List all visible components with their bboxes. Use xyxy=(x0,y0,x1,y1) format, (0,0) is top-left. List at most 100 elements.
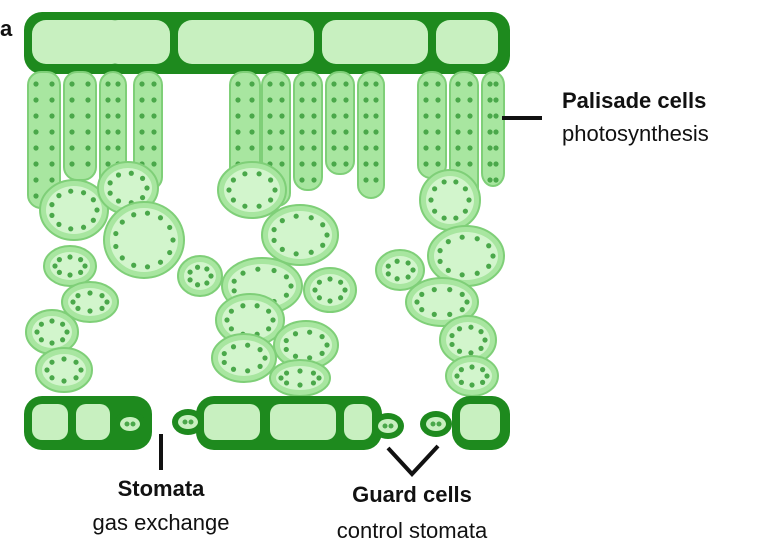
chloroplast xyxy=(187,269,192,274)
chloroplast xyxy=(467,81,472,86)
chloroplast xyxy=(455,97,460,102)
chloroplast xyxy=(108,180,113,185)
spongy-cell-inner xyxy=(412,284,472,320)
chloroplast xyxy=(85,129,90,134)
chloroplast xyxy=(419,292,424,297)
chloroplast xyxy=(33,145,38,150)
chloroplast xyxy=(115,129,120,134)
chloroplast xyxy=(467,161,472,166)
chloroplast xyxy=(44,367,49,372)
chloroplast xyxy=(49,113,54,118)
chloroplast xyxy=(249,113,254,118)
chloroplast xyxy=(69,129,74,134)
chloroplast xyxy=(151,113,156,118)
chloroplast xyxy=(406,274,411,279)
chloroplast xyxy=(423,113,428,118)
chloroplast xyxy=(423,161,428,166)
chloroplast xyxy=(331,145,336,150)
chloroplast xyxy=(493,97,498,102)
chloroplast xyxy=(297,382,302,387)
chloroplast xyxy=(69,113,74,118)
chloroplast xyxy=(49,360,54,365)
chloroplast xyxy=(272,187,277,192)
chloroplast xyxy=(463,209,468,214)
chloroplast xyxy=(459,380,464,385)
chloroplast xyxy=(373,177,378,182)
chloroplast xyxy=(49,161,54,166)
chloroplast xyxy=(33,177,38,182)
chloroplast xyxy=(487,177,492,182)
chloroplast xyxy=(57,257,62,262)
chloroplast xyxy=(222,360,227,365)
chloroplast xyxy=(395,259,400,264)
chloroplast xyxy=(105,145,110,150)
chloroplast xyxy=(140,176,145,181)
chloroplast xyxy=(454,373,459,378)
chloroplast xyxy=(493,129,498,134)
chloroplast xyxy=(151,81,156,86)
chloroplast xyxy=(280,247,285,252)
chloroplast xyxy=(49,202,54,207)
chloroplast xyxy=(151,97,156,102)
chloroplast xyxy=(435,145,440,150)
chloroplast xyxy=(449,333,454,338)
chloroplast xyxy=(309,250,314,255)
chloroplast xyxy=(435,161,440,166)
chloroplast xyxy=(447,312,452,317)
chloroplast xyxy=(105,129,110,134)
chloroplast xyxy=(85,81,90,86)
chloroplast xyxy=(316,375,321,380)
chloroplast xyxy=(235,129,240,134)
chloroplast xyxy=(432,312,437,317)
cut-off-label-letter: a xyxy=(0,16,13,41)
chloroplast xyxy=(478,346,483,351)
chloroplast xyxy=(257,204,262,209)
chloroplast xyxy=(288,283,293,288)
chloroplast xyxy=(131,422,136,427)
chloroplast xyxy=(255,303,260,308)
chloroplast xyxy=(299,113,304,118)
chloroplast xyxy=(262,355,267,360)
chloroplast xyxy=(278,375,283,380)
chloroplast xyxy=(373,81,378,86)
chloroplast xyxy=(319,334,324,339)
chloroplast xyxy=(39,337,44,342)
chloroplast xyxy=(309,215,314,220)
chloroplast xyxy=(320,243,325,248)
chloroplast xyxy=(447,287,452,292)
chloroplast xyxy=(64,329,69,334)
epidermis-cell xyxy=(104,20,170,64)
chloroplast xyxy=(457,326,462,331)
chloroplast xyxy=(113,231,118,236)
chloroplast xyxy=(108,191,113,196)
chloroplast xyxy=(87,290,92,295)
chloroplast xyxy=(75,306,80,311)
chloroplast xyxy=(487,129,492,134)
chloroplast xyxy=(131,263,136,268)
chloroplast xyxy=(279,81,284,86)
chloroplast xyxy=(78,270,83,275)
chloroplast xyxy=(284,338,289,343)
chloroplast xyxy=(464,299,469,304)
chloroplast xyxy=(235,97,240,102)
chloroplast xyxy=(167,225,172,230)
epidermis-cell xyxy=(344,404,372,440)
chloroplast xyxy=(311,370,316,375)
chloroplast xyxy=(455,129,460,134)
epidermis-cell xyxy=(460,404,500,440)
chloroplast xyxy=(419,307,424,312)
chloroplast xyxy=(69,97,74,102)
chloroplast xyxy=(284,380,289,385)
chloroplast xyxy=(299,161,304,166)
chloroplast xyxy=(297,368,302,373)
palisade-cell xyxy=(358,72,384,198)
chloroplast xyxy=(49,97,54,102)
chloroplast xyxy=(307,330,312,335)
chloroplast xyxy=(61,378,66,383)
chloroplast xyxy=(85,161,90,166)
chloroplast xyxy=(49,129,54,134)
chloroplast xyxy=(343,161,348,166)
chloroplast xyxy=(222,351,227,356)
chloroplast xyxy=(437,259,442,264)
chloroplast xyxy=(478,329,483,334)
